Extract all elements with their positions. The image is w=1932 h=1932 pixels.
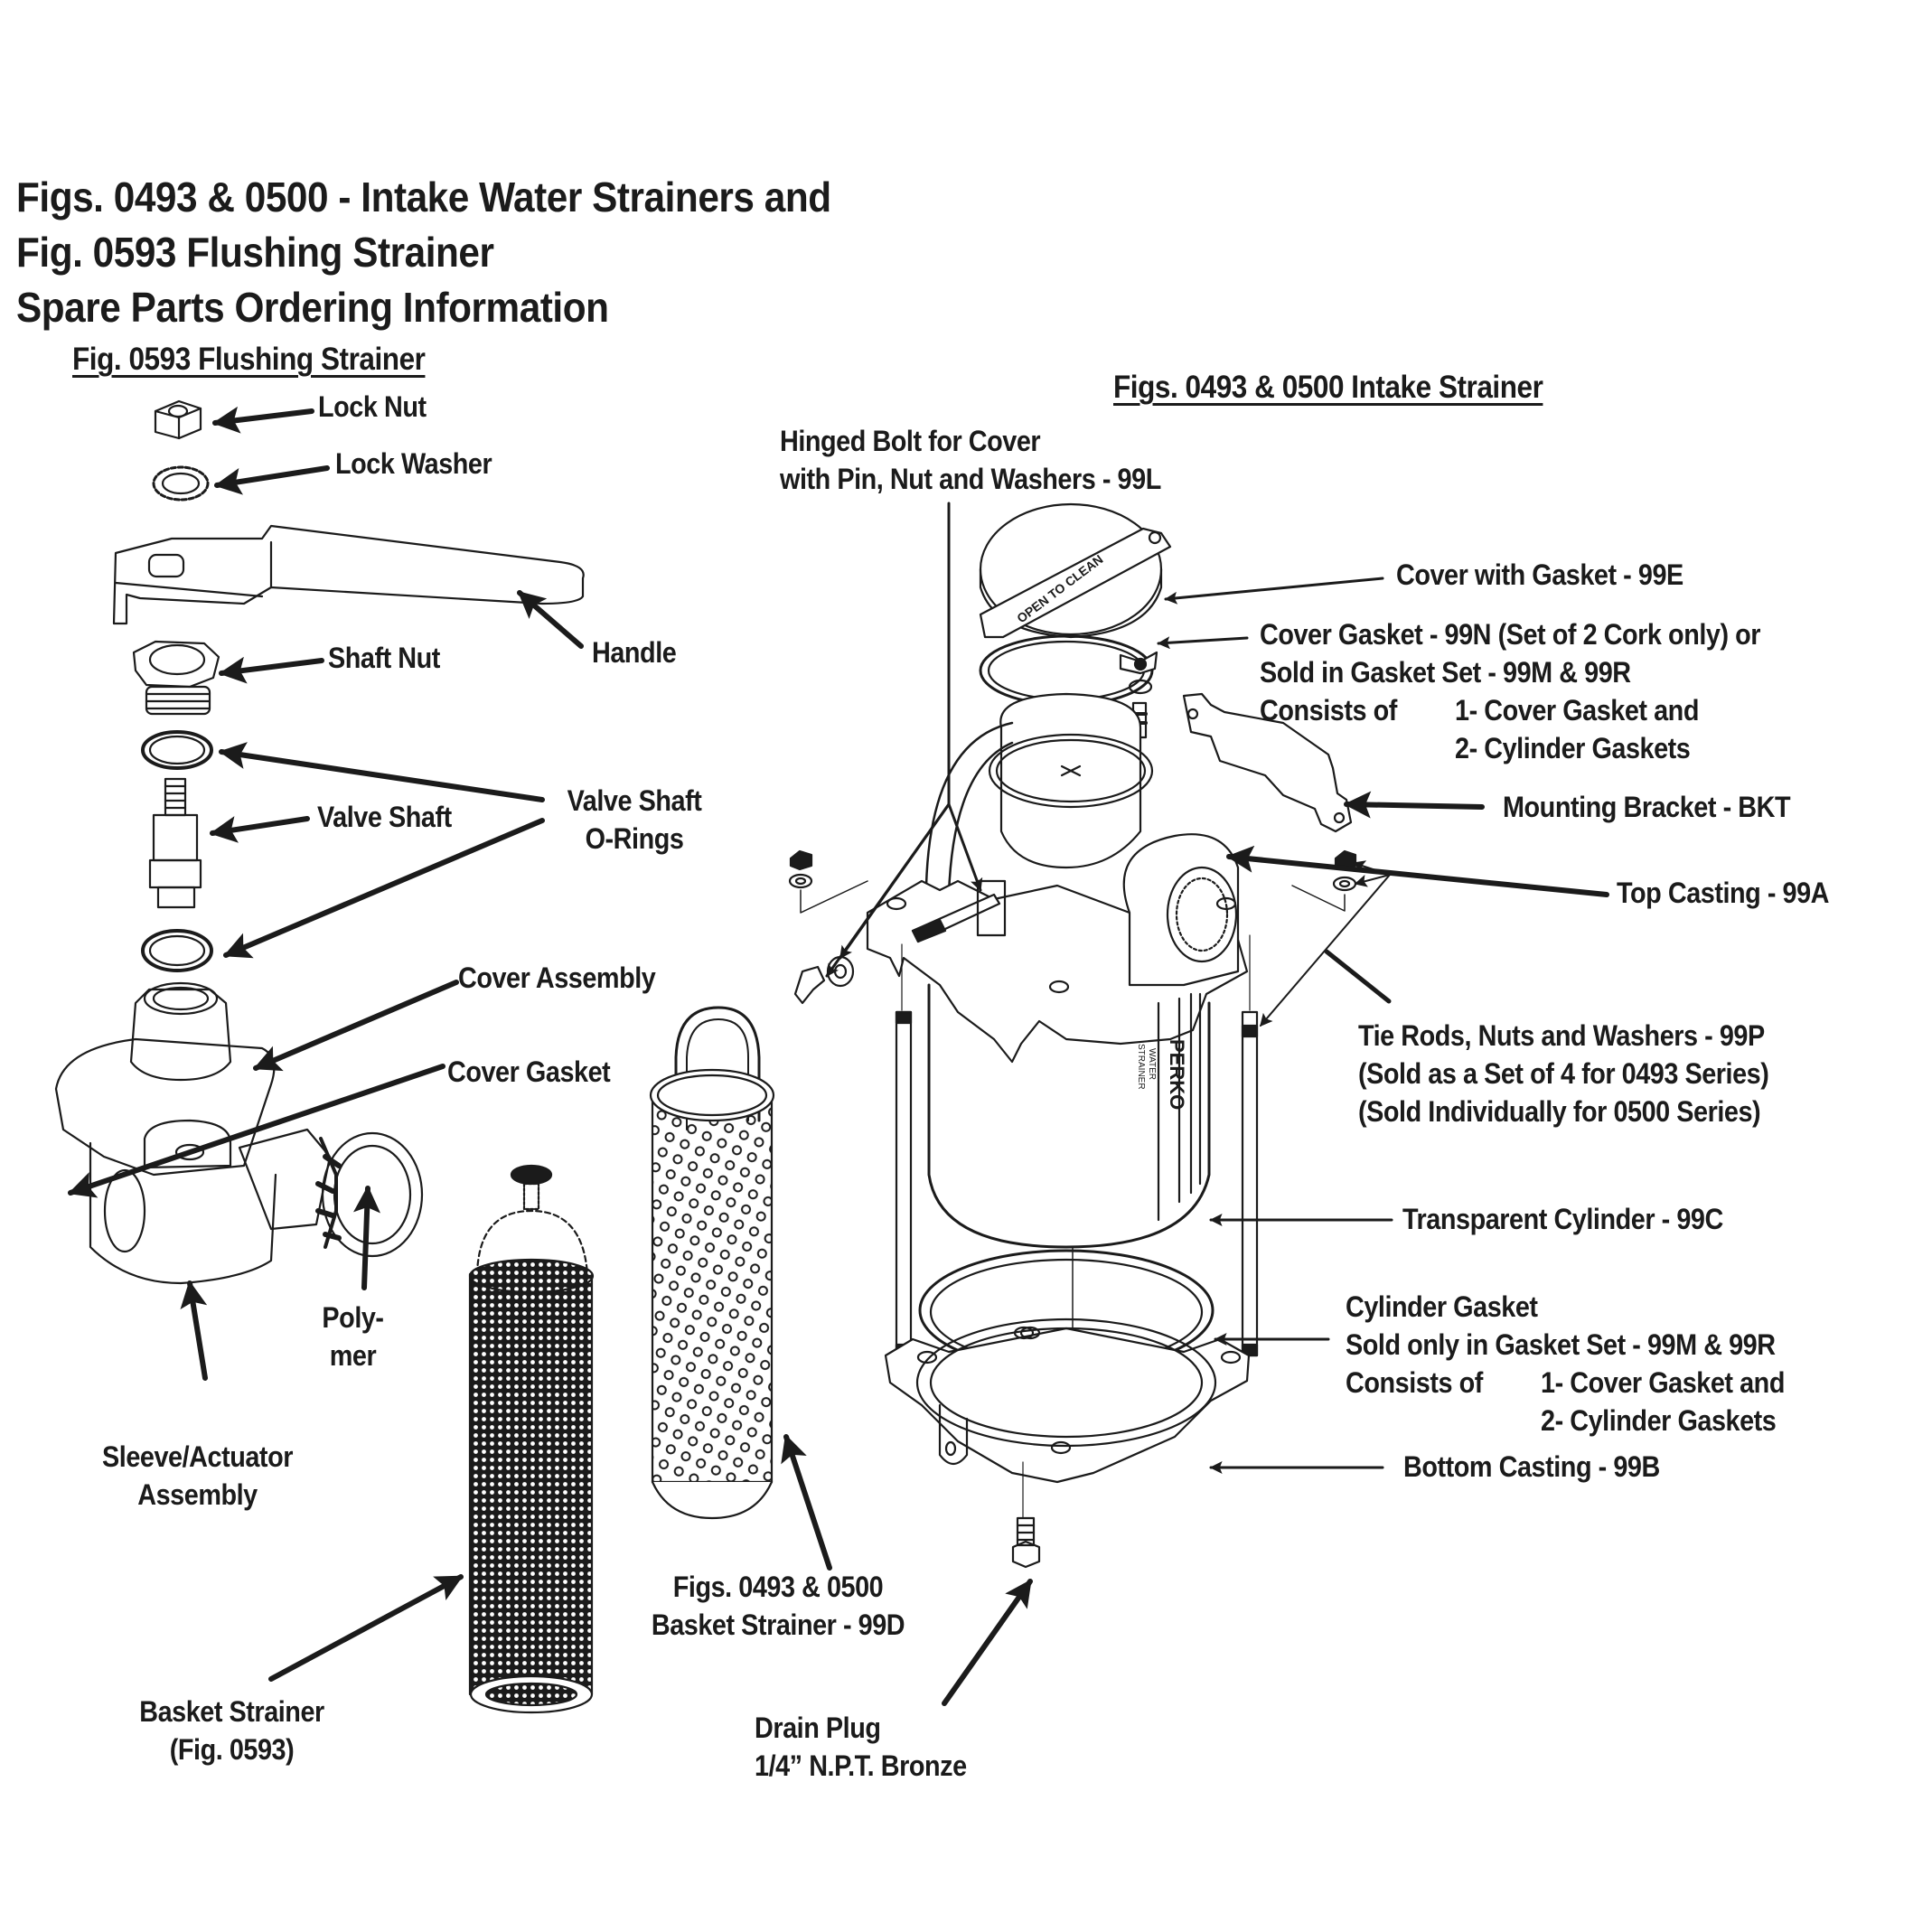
label-tie-rods-line-2: (Sold as a Set of 4 for 0493 Series) — [1358, 1057, 1769, 1090]
o-ring-top-icon — [141, 730, 213, 770]
label-cover-gasket-item-2: 2- Cylinder Gaskets — [1455, 732, 1691, 764]
label-cylinder-gasket-item-1: 1- Cover Gasket and — [1541, 1366, 1785, 1399]
label-polymer-line-2: mer — [329, 1339, 377, 1372]
label-cover-gasket-item-1: 1- Cover Gasket and — [1455, 694, 1699, 727]
label-hinged-bolt-line-1: Hinged Bolt for Cover — [780, 425, 1041, 457]
label-basket-0593-line-2: (Fig. 0593) — [169, 1733, 295, 1766]
page-title-line-1: Figs. 0493 & 0500 - Intake Water Straine… — [16, 174, 831, 220]
label-cover-gasket: Cover Gasket — [447, 1055, 611, 1088]
label-sleeve-actuator-assembly: Sleeve/Actuator Assembly — [80, 1442, 315, 1509]
label-basket-strainer-0593: Basket Strainer (Fig. 0593) — [122, 1697, 342, 1764]
label-polymer-line-1: Poly- — [322, 1301, 384, 1334]
label-drain-plug: Drain Plug 1/4” N.P.T. Bronze — [755, 1713, 967, 1780]
label-lock-nut: Lock Nut — [318, 390, 427, 423]
lock-nut-icon — [154, 399, 202, 440]
tie-rod-left-icon — [895, 1010, 913, 1357]
shaft-nut-icon — [132, 640, 220, 716]
label-handle: Handle — [592, 636, 677, 669]
page-title-line-3: Spare Parts Ordering Information — [16, 284, 609, 331]
flushing-basket-strainer-icon — [468, 1164, 595, 1714]
label-o-rings-line-1: Valve Shaft — [567, 784, 702, 817]
page-title-line-2: Fig. 0593 Flushing Strainer — [16, 229, 494, 276]
section-heading-flushing: Fig. 0593 Flushing Strainer — [72, 342, 426, 377]
o-ring-bottom-icon — [141, 929, 213, 972]
label-basket-99d-line-1: Figs. 0493 & 0500 — [672, 1571, 884, 1603]
label-cover-with-gasket-99e: Cover with Gasket - 99E — [1396, 558, 1683, 591]
valve-shaft-icon — [148, 777, 202, 909]
label-o-rings-line-2: O-Rings — [585, 822, 684, 855]
lock-washer-icon — [152, 465, 210, 502]
svg-text:WATER: WATER — [1147, 1048, 1157, 1080]
handle-icon — [112, 524, 585, 625]
section-heading-intake: Figs. 0493 & 0500 Intake Strainer — [1113, 370, 1543, 405]
intake-basket-strainer-99d-icon — [649, 1006, 775, 1520]
label-tie-rods-line-3: (Sold Individually for 0500 Series) — [1358, 1095, 1761, 1128]
label-tie-rods-line-1: Tie Rods, Nuts and Washers - 99P — [1358, 1019, 1765, 1052]
label-polymer: Poly- mer — [316, 1303, 389, 1370]
label-top-casting-99a: Top Casting - 99A — [1617, 877, 1830, 909]
label-cylinder-gasket-line-1: Cylinder Gasket — [1346, 1290, 1538, 1323]
label-transparent-cylinder-99c: Transparent Cylinder - 99C — [1402, 1203, 1723, 1235]
svg-text:STRAINER: STRAINER — [1136, 1044, 1146, 1090]
label-cylinder-gasket: Cylinder Gasket Sold only in Gasket Set … — [1346, 1292, 1785, 1435]
label-cover-gasket-line-1: Cover Gasket - 99N (Set of 2 Cork only) … — [1260, 618, 1761, 651]
label-cover-gasket-line-2: Sold in Gasket Set - 99M & 99R — [1260, 656, 1631, 689]
label-cylinder-gasket-line-2: Sold only in Gasket Set - 99M & 99R — [1346, 1328, 1776, 1361]
tie-rod-right-icon — [1241, 1010, 1259, 1357]
label-drain-plug-line-2: 1/4” N.P.T. Bronze — [755, 1749, 967, 1782]
bottom-casting-99b-icon — [884, 1318, 1251, 1519]
mounting-bracket-icon — [1182, 692, 1353, 833]
label-basket-strainer-99d: Figs. 0493 & 0500 Basket Strainer - 99D — [624, 1572, 933, 1639]
label-basket-0593-line-1: Basket Strainer — [139, 1695, 324, 1728]
label-valve-shaft-o-rings: Valve Shaft O-Rings — [553, 786, 716, 853]
drain-plug-icon — [1011, 1516, 1041, 1569]
label-basket-99d-line-2: Basket Strainer - 99D — [651, 1608, 905, 1641]
label-cover-assembly: Cover Assembly — [458, 961, 656, 994]
label-cylinder-gasket-item-2: 2- Cylinder Gaskets — [1541, 1404, 1777, 1437]
label-cover-gasket-99n: Cover Gasket - 99N (Set of 2 Cork only) … — [1260, 620, 1760, 763]
label-tie-rods-99p: Tie Rods, Nuts and Washers - 99P (Sold a… — [1358, 1019, 1769, 1128]
label-lock-washer: Lock Washer — [335, 447, 492, 480]
label-sleeve-line-2: Assembly — [137, 1478, 258, 1511]
label-hinged-bolt: Hinged Bolt for Cover with Pin, Nut and … — [780, 427, 1161, 493]
cover-with-gasket-icon — [979, 502, 1172, 639]
label-hinged-bolt-line-2: with Pin, Nut and Washers - 99L — [780, 463, 1161, 495]
label-shaft-nut: Shaft Nut — [328, 642, 440, 674]
label-mounting-bracket-bkt: Mounting Bracket - BKT — [1503, 791, 1791, 823]
label-drain-plug-line-1: Drain Plug — [755, 1712, 881, 1744]
label-cover-gasket-consists: Consists of — [1260, 694, 1397, 727]
perko-brand-text: PERKO — [1166, 1039, 1188, 1110]
label-valve-shaft: Valve Shaft — [317, 801, 452, 833]
label-bottom-casting-99b: Bottom Casting - 99B — [1403, 1450, 1660, 1483]
label-sleeve-line-1: Sleeve/Actuator — [102, 1440, 293, 1473]
label-cylinder-gasket-consists: Consists of — [1346, 1366, 1483, 1399]
